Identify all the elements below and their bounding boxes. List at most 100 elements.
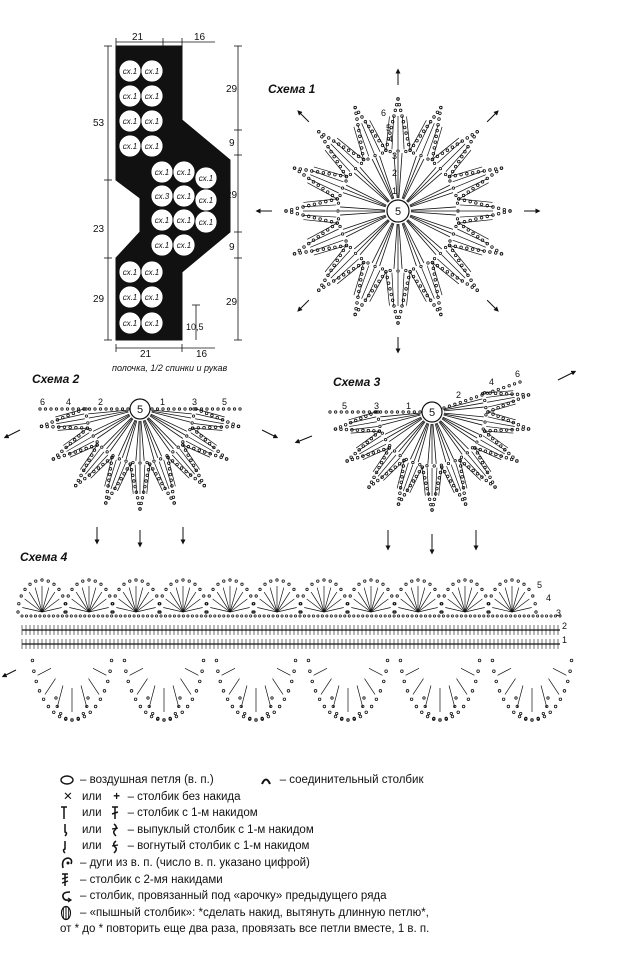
- x-stitch-icon: ✕: [63, 790, 73, 803]
- svg-text:3: 3: [374, 401, 379, 411]
- top-dim-right: 16: [194, 32, 206, 43]
- fpdc-stitch-icon: [60, 823, 76, 837]
- svg-text:1: 1: [406, 401, 411, 411]
- right-dim-5: 29: [226, 297, 238, 308]
- schematic-motif-cell: [172, 184, 196, 208]
- tr-stitch-icon: [60, 873, 76, 887]
- dc-stitch-icon: [60, 806, 76, 820]
- puff-stitch-icon: [60, 905, 76, 921]
- schematic-cell-label: сх.1: [123, 67, 138, 76]
- bpdc-crossed-stitch-icon: [110, 840, 124, 854]
- schematic-cell-label: сх.1: [155, 241, 170, 250]
- schematic-cell-label: сх.1: [123, 117, 138, 126]
- schematic-cell-label: сх.1: [145, 293, 160, 302]
- legend-row-sc: ✕ или + – столбик без накида: [60, 789, 600, 806]
- legend-row-fpdc: или – выпуклый столбик с 1-м накидом: [60, 822, 600, 839]
- svg-text:4: 4: [489, 377, 494, 387]
- legend-row-puff-cont: от * до * повторить еще два раза, провяз…: [60, 923, 430, 936]
- schematic-cell-label: сх.1: [199, 174, 214, 183]
- scheme3-title: Схема 3: [333, 375, 381, 389]
- arch-icon: [60, 856, 76, 870]
- svg-text:2: 2: [392, 168, 397, 178]
- scheme1-center-ring: [386, 199, 410, 223]
- schematic-cell-label: сх.1: [123, 92, 138, 101]
- legend-row-arch: – дуги из в. п. (число в. п. указано циф…: [60, 855, 600, 872]
- schematic-cell-label: сх.1: [199, 196, 214, 205]
- schematic-cell-label: сх.1: [177, 192, 192, 201]
- dc-crossed-stitch-icon: [110, 806, 124, 820]
- bpdc-stitch-icon: [60, 840, 76, 854]
- small-dim: 10,5: [186, 322, 204, 332]
- svg-text:5: 5: [386, 123, 391, 133]
- svg-text:3: 3: [556, 608, 561, 618]
- scheme4-row-numbers: 5 4 3 2 1: [537, 580, 567, 645]
- slip-stitch-icon: [260, 775, 276, 785]
- right-dim-2: 9: [229, 138, 235, 149]
- svg-text:3: 3: [192, 397, 197, 407]
- legend-slip: – соединительный столбик: [260, 772, 423, 789]
- schematic-cell-label: сх.1: [199, 218, 214, 227]
- schematic-cell-label: сх.3: [155, 192, 170, 201]
- svg-text:5: 5: [222, 397, 227, 407]
- svg-text:4: 4: [388, 134, 393, 144]
- schematic-cell-label: сх.1: [177, 168, 192, 177]
- schematic-cell-label: сх.1: [145, 92, 160, 101]
- svg-text:2: 2: [456, 390, 461, 400]
- schematic-motif-cell: [140, 109, 164, 133]
- schematic-motif-cell: [140, 285, 164, 309]
- schematic-cell-label: сх.1: [123, 142, 138, 151]
- under-arch-icon: [60, 889, 76, 903]
- scheme3-row-numbers: 5 3 1 2 4 6: [342, 369, 520, 411]
- scheme2-center-ring: [129, 398, 151, 420]
- garment-schematic: 21 16 сх.1 сх.1 сх.1 сх.1 сх.1 сх.1 сх.1 сх.1 сх…: [93, 32, 242, 373]
- right-dim-4: 9: [229, 242, 235, 253]
- svg-text:2: 2: [562, 621, 567, 631]
- bottom-dim-right: 16: [196, 349, 208, 360]
- scheme2-row-numbers: 6 4 2 1 3 5: [40, 397, 227, 407]
- legend-row-tr: – столбик с 2-мя накидами: [60, 872, 600, 889]
- bottom-dim-left: 21: [140, 349, 152, 360]
- schematic-motif-cell: [172, 160, 196, 184]
- legend: – воздушная петля (в. п.) – соединительн…: [60, 772, 600, 938]
- schematic-cell-label: сх.1: [177, 216, 192, 225]
- svg-text:5: 5: [342, 401, 347, 411]
- scheme1-row-numbers: 6 5 4 3 2 1: [381, 108, 397, 196]
- schematic-motif-cell: [194, 210, 218, 234]
- svg-text:5: 5: [537, 580, 542, 590]
- right-dim-1: 29: [226, 84, 238, 95]
- chain-icon: [60, 775, 76, 785]
- scheme2-motif: [3, 407, 279, 548]
- svg-text:1: 1: [160, 397, 165, 407]
- schematic-cell-label: сх.1: [145, 117, 160, 126]
- schematic-cell-label: сх.1: [155, 216, 170, 225]
- legend-row-chain: – воздушная петля (в. п.) – соединительн…: [60, 772, 600, 789]
- svg-text:6: 6: [515, 369, 520, 379]
- scheme3-center-label: 5: [429, 407, 435, 419]
- schematic-cell-label: сх.1: [123, 319, 138, 328]
- legend-row-under-arch: – столбик, провязанный под «арочку» пред…: [60, 888, 600, 905]
- schematic-cell-label: сх.1: [123, 268, 138, 277]
- schematic-cell-label: сх.1: [177, 241, 192, 250]
- plus-stitch-icon: +: [113, 790, 120, 803]
- legend-row-bpdc: или – вогнутый столбик с 1-м накидом: [60, 838, 600, 855]
- scheme3-center-ring: [421, 401, 443, 423]
- svg-text:3: 3: [392, 151, 397, 161]
- scheme1-motif: [255, 68, 541, 354]
- schematic-cell-label: сх.1: [145, 142, 160, 151]
- schematic-motif-cell: [140, 260, 164, 284]
- schematic-cell-label: сх.1: [123, 293, 138, 302]
- svg-text:2: 2: [98, 397, 103, 407]
- schematic-cell-label: сх.1: [145, 268, 160, 277]
- scheme2-center-label: 5: [137, 404, 143, 416]
- fpdc-crossed-stitch-icon: [110, 823, 124, 837]
- svg-text:6: 6: [381, 108, 386, 118]
- schematic-motif-cell: [140, 59, 164, 83]
- scheme1-center-label: 5: [395, 206, 401, 218]
- svg-text:4: 4: [546, 593, 551, 603]
- schematic-motif-cell: [140, 311, 164, 335]
- left-dim-3: 29: [93, 294, 105, 305]
- scheme2-title: Схема 2: [32, 372, 80, 386]
- schematic-caption: полочка, 1/2 спинки и рукав: [112, 363, 227, 373]
- scheme4-title: Схема 4: [20, 550, 68, 564]
